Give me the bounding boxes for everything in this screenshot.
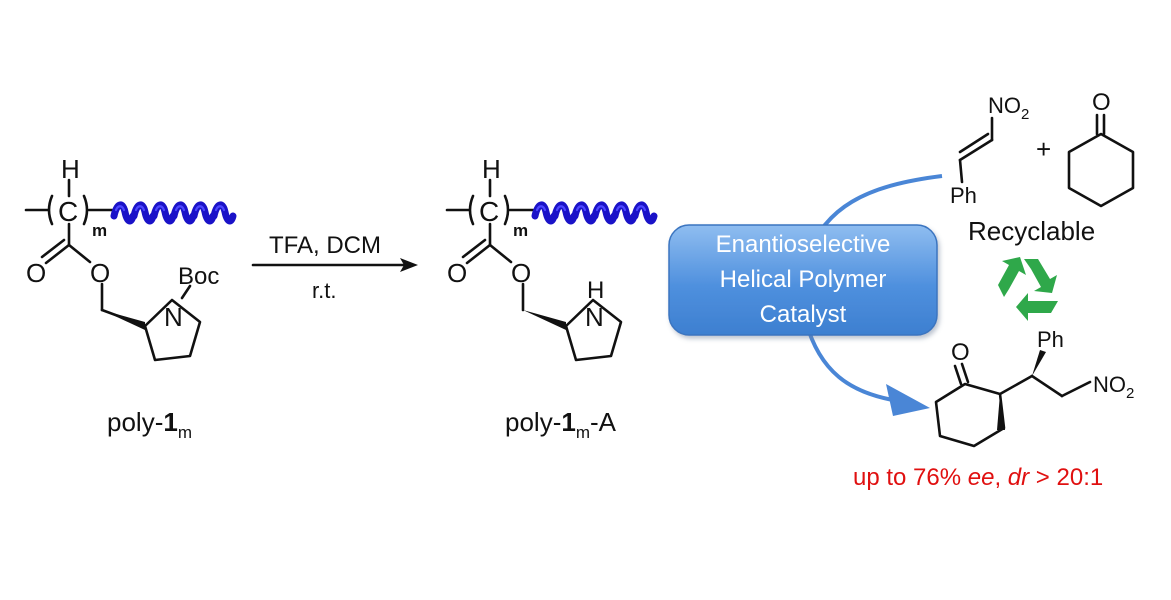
pyrrolidine-ring	[143, 298, 202, 362]
product-carbonyl-o: O	[447, 258, 467, 288]
mp-carbonyl-b	[960, 362, 970, 384]
catalyst-line-3: Catalyst	[760, 301, 847, 328]
ester-bond	[67, 243, 92, 264]
cycle-lower-arc	[804, 321, 894, 402]
alkene-bond-b	[958, 132, 990, 154]
mp-cyclohexane-ring	[934, 382, 1006, 448]
product-m-label: m	[513, 221, 528, 240]
selectivity-result: up to 76% ee, dr > 20:1	[853, 464, 1103, 491]
cyclohexane-ring	[1067, 132, 1135, 208]
bracket-left	[47, 194, 54, 226]
carbonyl-double-b	[40, 238, 66, 259]
n-boc-bond	[180, 284, 192, 300]
plus-sign: +	[1036, 134, 1051, 164]
p-carbonyl-double-a	[465, 243, 492, 265]
phenyl-bond	[958, 158, 964, 184]
michael-product-structure: O Ph NO2	[934, 327, 1134, 448]
mp-chain-bond	[1030, 374, 1064, 398]
recycle-icon	[998, 257, 1058, 321]
catalytic-cycle: Enantioselective Helical Polymer Catalys…	[668, 174, 943, 416]
p-bracket-right	[503, 194, 510, 226]
product-ketone-o: O	[951, 339, 970, 366]
product-h-label: H	[482, 154, 501, 184]
helix-icon	[114, 205, 233, 221]
mp-carbonyl-a	[953, 364, 963, 386]
conditions-label: r.t.	[312, 278, 336, 303]
recyclable-label: Recyclable	[968, 216, 1095, 246]
product-name: poly-1m-A	[505, 407, 617, 442]
p-ester-bond	[488, 243, 513, 264]
arrow-icon	[400, 258, 418, 272]
wedge-bond	[102, 310, 145, 330]
catalyst-line-1: Enantioselective	[716, 231, 891, 258]
mp-nitro-label: NO2	[1093, 372, 1134, 402]
product-nh-h-label: H	[587, 277, 604, 304]
product-ester-o: O	[511, 258, 531, 288]
reagents-label: TFA, DCM	[269, 232, 381, 259]
mp-ring-chain-bond	[998, 374, 1034, 396]
p-pyrrolidine-ring	[564, 298, 623, 362]
p-wedge-bond	[523, 310, 566, 330]
nitro-label: NO2	[988, 93, 1029, 123]
mp-nitro-bond	[1060, 380, 1092, 398]
nitrostyrene-structure: NO2 Ph	[950, 93, 1029, 208]
reactant-ester-o: O	[90, 258, 110, 288]
reaction-arrow: TFA, DCM r.t.	[251, 232, 418, 303]
helix-icon	[535, 205, 654, 221]
reactant-carbonyl-o: O	[26, 258, 46, 288]
reactant-boc-label: Boc	[178, 263, 219, 290]
product-structure: C H m O O N H poly-1m-A	[445, 154, 654, 442]
reactant-m-label: m	[92, 221, 107, 240]
cyclohexanone-structure: O	[1067, 89, 1135, 208]
reactant-n-label: N	[164, 302, 183, 332]
reactant-h-label: H	[61, 154, 80, 184]
mp-ring-wedge	[997, 394, 1005, 430]
product-n-label: N	[585, 302, 604, 332]
mp-ph-wedge	[1032, 350, 1046, 376]
reactant-structure: C H m O O N Boc poly-1m	[24, 154, 233, 442]
p-carbonyl-double-b	[461, 238, 487, 259]
arrow-icon	[886, 384, 930, 416]
reactant-c-label: C	[58, 196, 78, 227]
product-c-label: C	[479, 196, 499, 227]
carbonyl-double-a	[44, 243, 71, 265]
bracket-right	[82, 194, 89, 226]
alkene-bond-a	[958, 138, 994, 162]
p-bracket-left	[468, 194, 475, 226]
ketone-o-label: O	[1092, 89, 1111, 116]
reactant-name: poly-1m	[107, 407, 192, 442]
mp-ph-label: Ph	[1037, 327, 1064, 352]
catalyst-box	[668, 224, 938, 336]
nitrostyrene-ph-label: Ph	[950, 183, 977, 208]
catalyst-line-2: Helical Polymer	[720, 266, 887, 293]
